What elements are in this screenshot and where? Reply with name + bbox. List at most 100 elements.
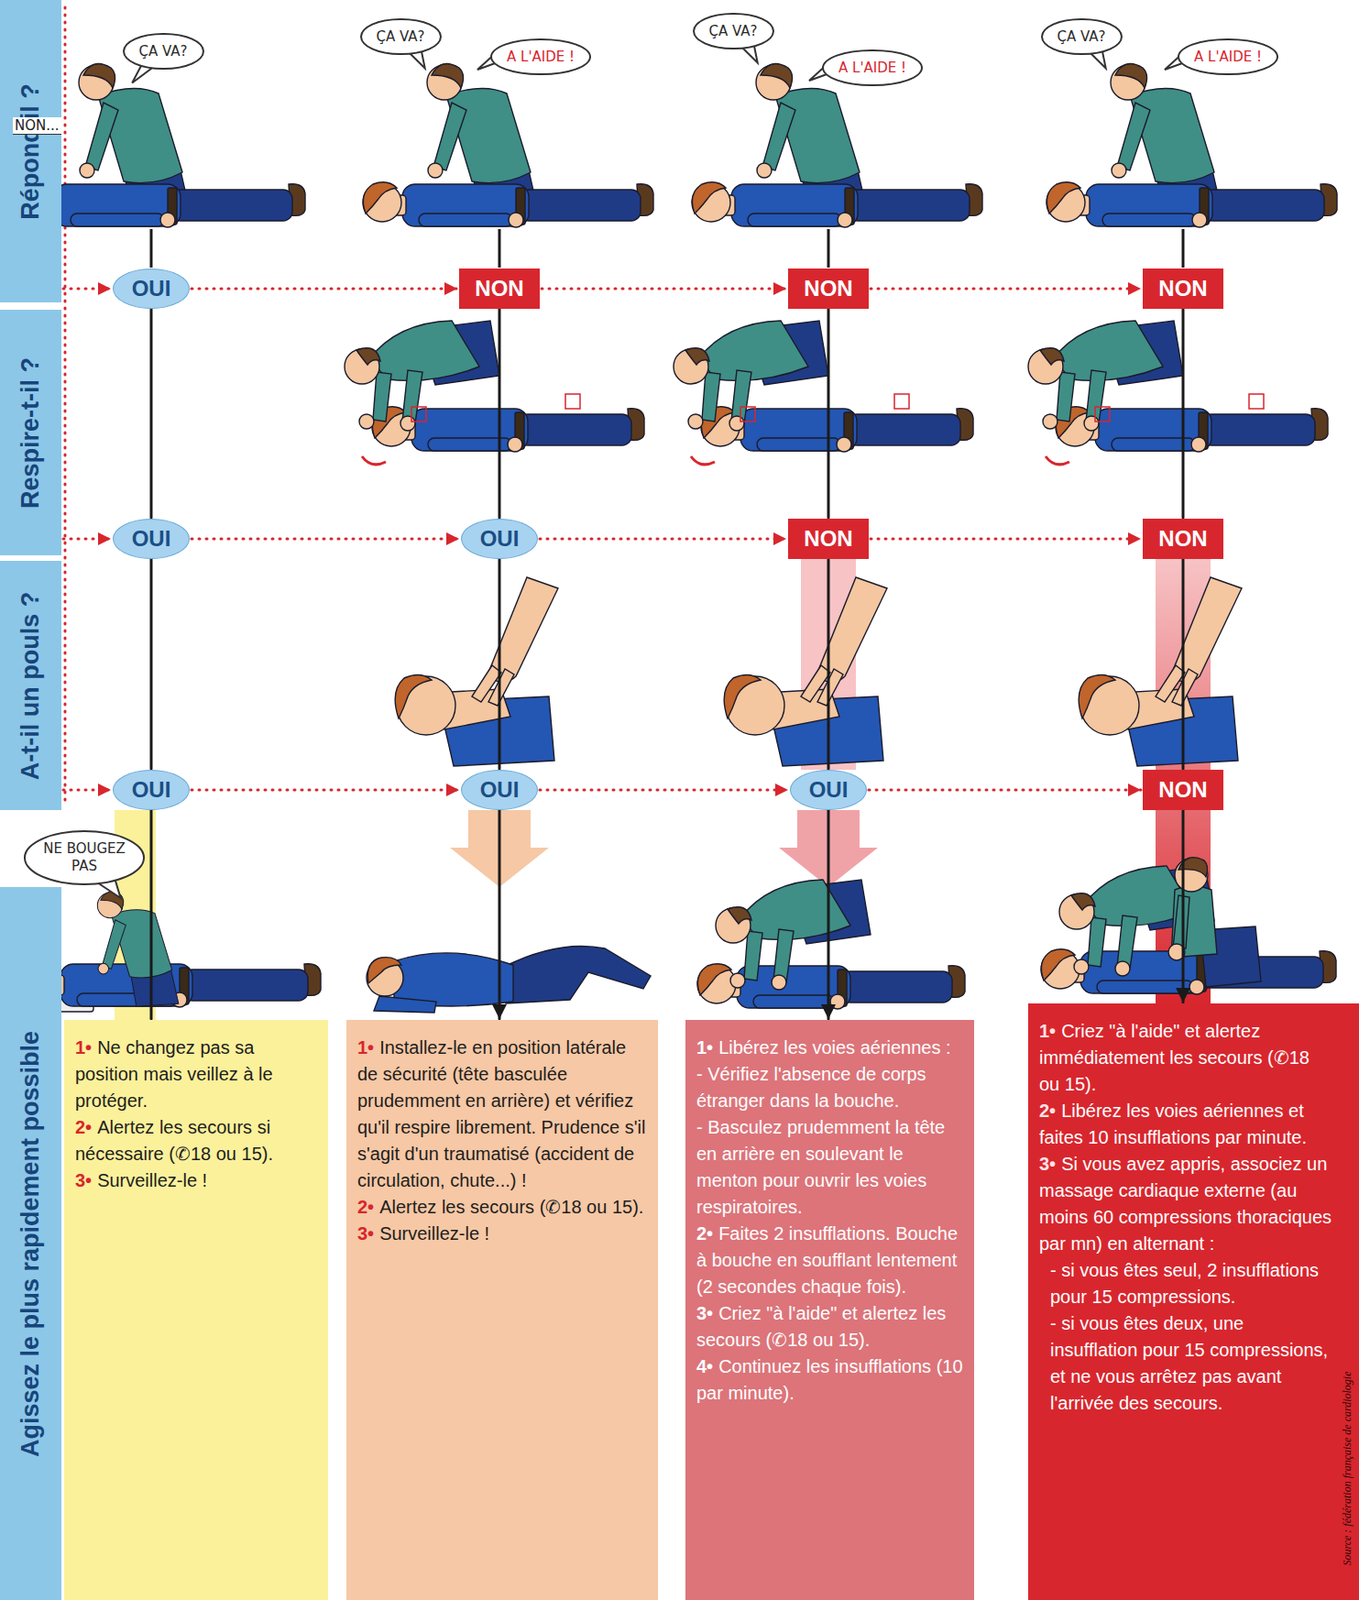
yes-label: OUI xyxy=(131,526,172,552)
question-text: Respire-t-il ? xyxy=(16,356,45,508)
figure-part xyxy=(1203,189,1325,221)
figure-part xyxy=(837,212,853,228)
figure-part xyxy=(1111,163,1127,178)
yes-oval: OUI xyxy=(789,769,867,811)
flow-arrow xyxy=(191,537,460,541)
speech-bubble: A L'AIDE ! xyxy=(1177,38,1279,77)
instruction-item: 1•Criez "à l'aide" et alertez immédiatem… xyxy=(1039,1018,1334,1098)
figure-part xyxy=(373,996,437,1013)
step-number: 1• xyxy=(75,1037,92,1058)
flow-line-stub xyxy=(1182,229,1185,268)
figure-part xyxy=(1096,980,1194,994)
flow-line xyxy=(150,308,154,518)
yes-oval: OUI xyxy=(460,769,538,811)
flow-arrow xyxy=(870,287,1141,291)
figure-part xyxy=(762,102,796,171)
figure-part xyxy=(367,957,402,984)
instruction-text: Surveillez-le ! xyxy=(379,1223,490,1244)
flow-line-stub xyxy=(150,229,154,268)
look-marker xyxy=(411,406,427,422)
figure-part xyxy=(740,408,857,451)
figure-part xyxy=(518,414,632,446)
yes-label: OUI xyxy=(131,275,172,302)
figure-part xyxy=(1189,979,1205,995)
speech-text: NE BOUGEZ PAS xyxy=(43,840,126,875)
speech-bubble: ÇA VA? xyxy=(122,32,205,71)
instruction-item: - si vous êtes deux, une insufflation po… xyxy=(1050,1310,1334,1417)
step-number: 2• xyxy=(1039,1100,1056,1121)
figure-part xyxy=(504,946,651,1005)
speech-text: ÇA VA? xyxy=(1057,28,1107,45)
step-number: 3• xyxy=(1039,1153,1056,1174)
figure-part xyxy=(730,973,746,988)
figure-part xyxy=(775,87,860,183)
flow-arrow xyxy=(868,789,1141,792)
step-number: 2• xyxy=(75,1117,92,1138)
look-marker xyxy=(740,406,756,422)
figure-part xyxy=(1040,348,1064,365)
cpr-scene xyxy=(1041,857,1337,995)
speech-text: A L'AIDE ! xyxy=(1194,48,1262,66)
figure-part xyxy=(85,102,119,171)
figure-part xyxy=(519,189,641,221)
speech-bubble: A L'AIDE ! xyxy=(490,38,592,77)
flow-arrow xyxy=(539,537,787,541)
flow-line xyxy=(827,810,831,1020)
source-credit: Source : fédération française de cardiol… xyxy=(1340,1370,1355,1566)
instruction-item: 2•Alertez les secours (✆18 ou 15). xyxy=(357,1194,647,1221)
figure-part xyxy=(698,320,809,381)
figure-part xyxy=(1084,416,1099,431)
figure-part xyxy=(1192,212,1207,228)
look-marker xyxy=(894,394,910,409)
flow-line xyxy=(150,558,154,769)
check-response-scene xyxy=(691,64,983,229)
figure-part xyxy=(1085,184,1213,227)
question-band: Respire-t-il ? xyxy=(0,309,62,556)
figure-part xyxy=(1078,674,1116,719)
instruction-item: 1•Ne changez pas sa position mais veille… xyxy=(75,1034,318,1115)
instruction-item: 3•Surveillez-le ! xyxy=(75,1167,318,1195)
figure-part xyxy=(729,416,745,431)
label-holder: NON... xyxy=(12,117,62,135)
figure-part xyxy=(740,879,851,940)
step-number: 1• xyxy=(1039,1020,1056,1042)
question-band: Agissez le plus rapidement possible xyxy=(0,887,62,1600)
figure-part xyxy=(369,320,480,381)
figure-part xyxy=(1046,182,1081,214)
step-number: 4• xyxy=(696,1356,713,1377)
yes-label: OUI xyxy=(809,777,849,803)
flow-line xyxy=(1182,810,1185,1003)
figure-part xyxy=(685,348,710,365)
instruction-panel: 1•Libérez les voies aériennes :- Vérifie… xyxy=(685,1019,975,1600)
no-label: NON xyxy=(803,526,853,552)
figure-part xyxy=(701,372,721,422)
figure-part xyxy=(446,87,531,183)
figure-part xyxy=(507,437,523,452)
figure-part xyxy=(98,87,183,183)
figure-part xyxy=(418,213,513,227)
step-number: 3• xyxy=(696,1303,713,1324)
figure-part xyxy=(847,414,961,446)
figure-part xyxy=(760,64,793,89)
figure-part xyxy=(160,212,176,228)
figure-part xyxy=(1117,102,1151,171)
no-box: NON xyxy=(1142,769,1224,811)
figure-part xyxy=(836,437,852,452)
figure-part xyxy=(753,995,834,1009)
figure-part xyxy=(400,416,416,431)
instruction-text: - si vous êtes seul, 2 insufflations pou… xyxy=(1050,1260,1319,1307)
no-box: NON xyxy=(1142,518,1224,559)
flow-line xyxy=(827,308,831,518)
question-band: Répond-il ? xyxy=(0,0,62,303)
instruction-item: 3•Si vous avez appris, associez un massa… xyxy=(1039,1150,1334,1258)
instruction-text: - Basculez prudemment la tête en arrière… xyxy=(696,1117,945,1217)
instruction-item: - Basculez prudemment la tête en arrière… xyxy=(696,1114,964,1221)
figure-part xyxy=(1095,408,1212,451)
figure-part xyxy=(1172,895,1190,949)
step-number: 2• xyxy=(696,1223,713,1244)
instruction-panel: 1•Ne changez pas sa position mais veille… xyxy=(64,1019,329,1600)
yes-oval: OUI xyxy=(112,268,190,309)
figure-part xyxy=(731,184,858,227)
flow-arrow xyxy=(191,287,458,291)
